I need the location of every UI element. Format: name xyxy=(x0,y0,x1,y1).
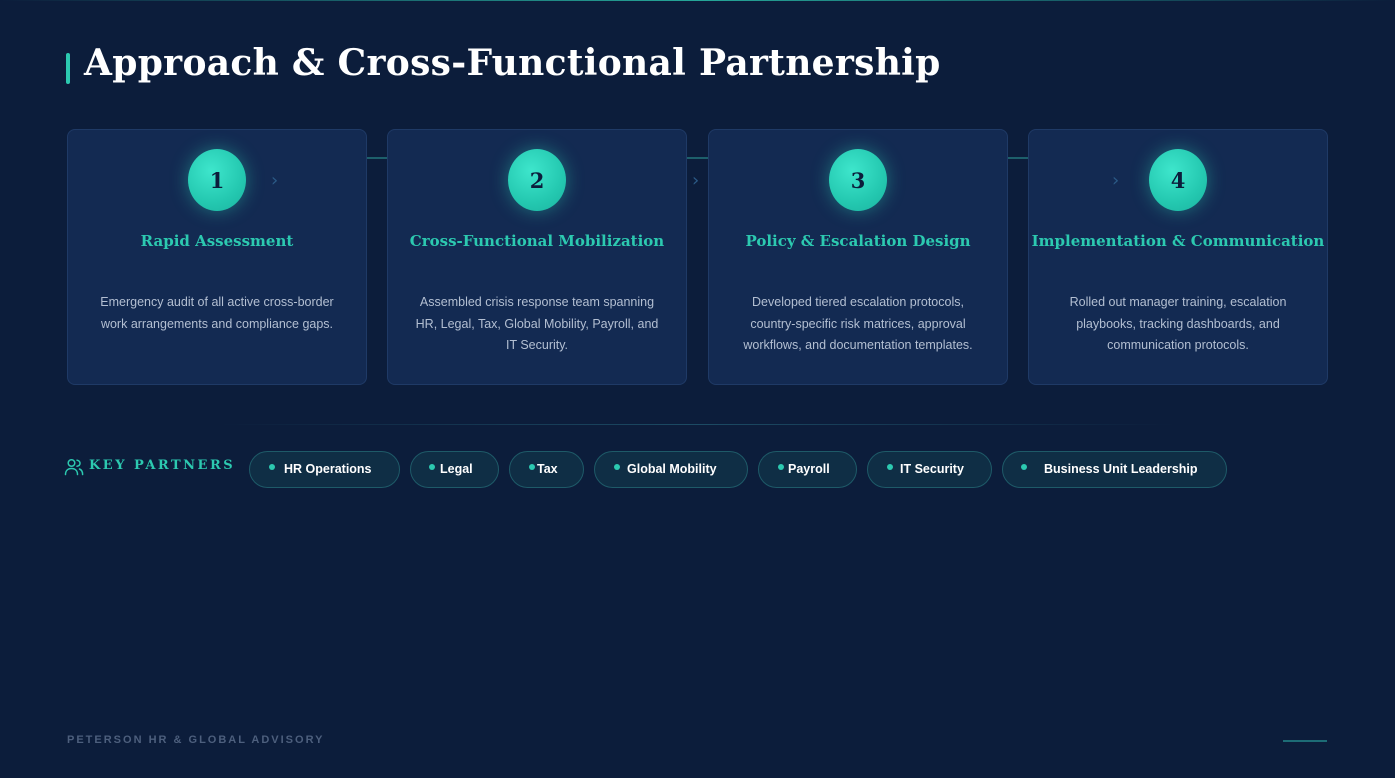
partner-chip-label: Payroll xyxy=(788,462,830,476)
key-partners-label: KEY PARTNERS xyxy=(89,458,236,473)
footer-company-name: PETERSON HR & GLOBAL ADVISORY xyxy=(67,734,325,746)
step-card-2: 2 Cross-Functional Mobilization Assemble… xyxy=(387,129,687,385)
step-card-4: 4 Implementation & Communication Rolled … xyxy=(1028,129,1328,385)
step-number-badge: 3 xyxy=(829,149,887,211)
partner-chip: IT Security xyxy=(867,451,992,488)
step-description: Rolled out manager training, escalation … xyxy=(1069,295,1287,352)
step-description: Emergency audit of all active cross-bord… xyxy=(100,295,334,331)
partner-chip: Tax xyxy=(509,451,584,488)
step-title: Rapid Assessment xyxy=(140,232,294,250)
step-card-1: 1 Rapid Assessment Emergency audit of al… xyxy=(67,129,367,385)
partner-chip-label: IT Security xyxy=(900,462,964,476)
top-accent-line xyxy=(0,0,1395,1)
bullet-dot-icon xyxy=(529,464,535,470)
step-description: Assembled crisis response team spanning … xyxy=(415,295,659,352)
partner-chip: Payroll xyxy=(758,451,857,488)
title-accent-bar xyxy=(66,53,70,84)
bullet-dot-icon xyxy=(778,464,784,470)
bullet-dot-icon xyxy=(429,464,435,470)
step-number-badge: 2 xyxy=(508,149,566,211)
step-title: Cross-Functional Mobilization xyxy=(409,232,665,250)
partner-chip: Legal xyxy=(410,451,499,488)
chevron-right-icon: › xyxy=(1112,170,1120,191)
bullet-dot-icon xyxy=(887,464,893,470)
bullet-dot-icon xyxy=(1021,464,1027,470)
partner-chip: Global Mobility xyxy=(594,451,748,488)
step-connector-line xyxy=(366,157,1029,159)
step-number-badge: 4 xyxy=(1149,149,1207,211)
bullet-dot-icon xyxy=(614,464,620,470)
section-divider xyxy=(220,424,1175,425)
page-title: Approach & Cross-Functional Partnership xyxy=(84,42,941,84)
step-title: Implementation & Communication xyxy=(1031,232,1325,250)
partner-chip-label: Business Unit Leadership xyxy=(1044,462,1198,476)
bullet-dot-icon xyxy=(269,464,275,470)
partner-chip: Business Unit Leadership xyxy=(1002,451,1227,488)
partner-chip-label: Tax xyxy=(537,462,558,476)
partner-chip: HR Operations xyxy=(249,451,400,488)
chevron-right-icon: › xyxy=(271,170,279,191)
step-number-badge: 1 xyxy=(188,149,246,211)
step-title: Policy & Escalation Design xyxy=(745,232,971,250)
partner-chip-label: Legal xyxy=(440,462,473,476)
chevron-right-icon: › xyxy=(692,170,700,191)
users-icon xyxy=(64,458,84,476)
step-description: Developed tiered escalation protocols, c… xyxy=(743,295,973,352)
partner-chip-label: Global Mobility xyxy=(627,462,717,476)
step-card-3: 3 Policy & Escalation Design Developed t… xyxy=(708,129,1008,385)
footer-accent-line xyxy=(1283,740,1327,742)
partner-chip-label: HR Operations xyxy=(284,462,372,476)
